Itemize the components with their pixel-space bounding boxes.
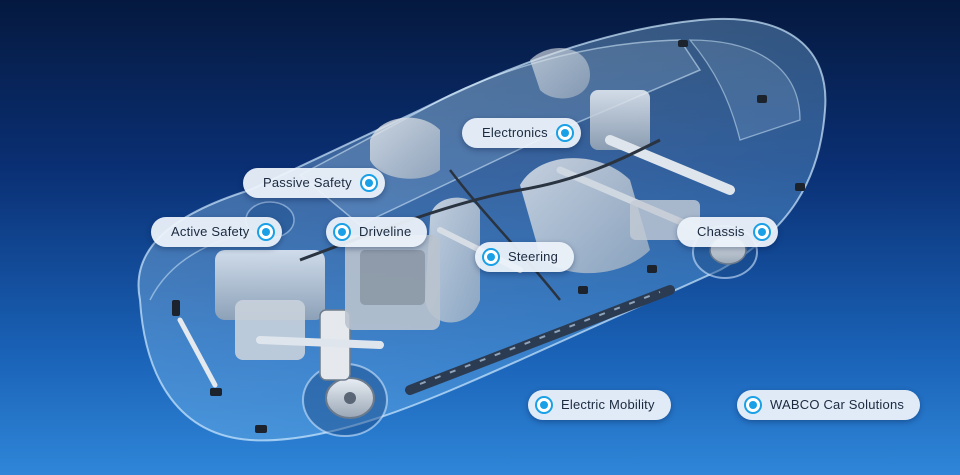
hotspot-steering-label: Steering — [508, 249, 559, 264]
hotspot-passive-safety[interactable]: Passive Safety — [243, 168, 385, 198]
hotspot-electronics-label: Electronics — [482, 125, 548, 140]
target-dot-icon — [752, 223, 771, 241]
hotspot-active-safety[interactable]: Active Safety — [151, 217, 283, 247]
hotspot-wabco-car-solutions-label: WABCO Car Solutions — [770, 397, 905, 412]
hotspot-chassis[interactable]: Chassis — [677, 217, 778, 247]
target-dot-icon — [333, 223, 351, 241]
hotspot-passive-safety-label: Passive Safety — [263, 175, 352, 190]
hotspot-driveline[interactable]: Driveline — [326, 217, 428, 247]
stabilizer-link — [177, 317, 218, 388]
hotspot-chassis-label: Chassis — [697, 224, 745, 239]
target-dot-icon — [744, 396, 762, 414]
hotspot-driveline-label: Driveline — [359, 224, 412, 239]
target-dot-icon — [257, 223, 276, 241]
engine-block — [345, 235, 440, 330]
front-left-wheel — [302, 363, 388, 437]
target-dot-icon — [359, 174, 378, 192]
side-sill — [405, 285, 675, 395]
hotspot-electric-mobility-label: Electric Mobility — [561, 397, 655, 412]
headrest — [370, 117, 440, 179]
car-windshield — [688, 39, 801, 141]
target-dot-icon — [482, 248, 500, 266]
hotspot-electronics[interactable]: Electronics — [462, 118, 581, 148]
front-suspension — [215, 250, 384, 381]
hotspot-electric-mobility[interactable]: Electric Mobility — [528, 390, 671, 420]
target-dot-icon — [535, 396, 553, 414]
hotspot-wabco-car-solutions[interactable]: WABCO Car Solutions — [737, 390, 921, 420]
target-dot-icon — [555, 124, 574, 142]
hotspot-active-safety-label: Active Safety — [171, 224, 250, 239]
airbag — [530, 48, 590, 99]
wiring-harness-2 — [449, 169, 561, 301]
car-body-shell — [137, 18, 827, 442]
hotspot-steering[interactable]: Steering — [475, 242, 575, 272]
sensor-modules — [172, 40, 805, 433]
